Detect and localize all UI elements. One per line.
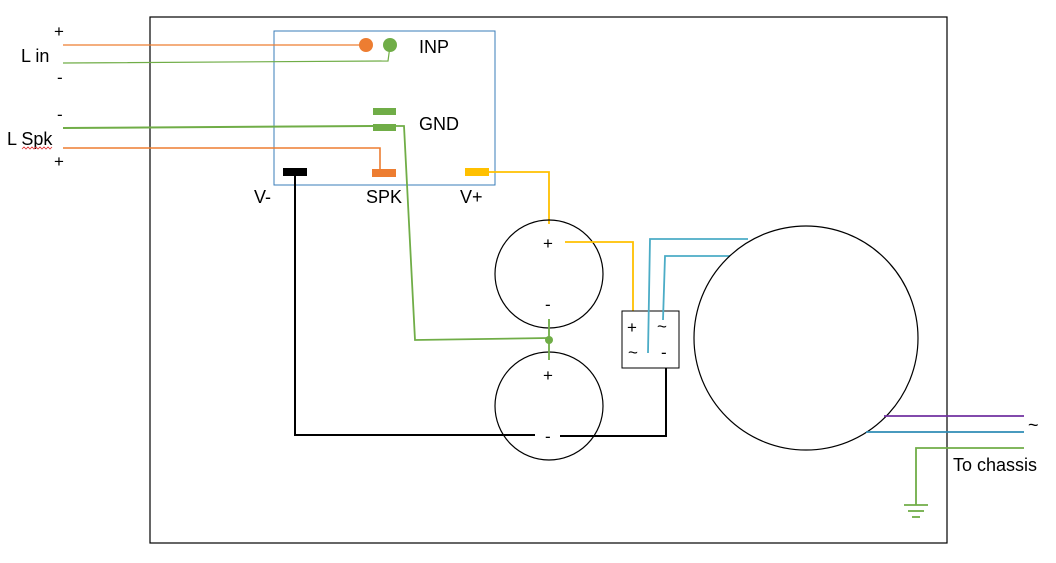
v-minus-pad	[283, 168, 307, 176]
gnd-pad-top	[373, 108, 396, 115]
speaker-plus-wire	[63, 147, 381, 171]
cap-bottom-minus-sign: -	[545, 427, 551, 446]
mains-tilde-label: ~	[1028, 415, 1039, 435]
bridge-rectifier	[621, 310, 680, 369]
ground-icon	[904, 504, 928, 518]
spk-pad	[372, 169, 396, 177]
amp-module-box	[273, 30, 496, 186]
bridge-minus-sign: -	[661, 343, 667, 362]
gnd-pad-bottom	[373, 124, 396, 131]
chassis-ground-wire	[915, 447, 1024, 505]
l-in-label: L in	[21, 46, 49, 66]
cap-top-minus-sign: -	[545, 295, 551, 314]
v-minus-label: V-	[254, 187, 271, 207]
lin-minus-sign: -	[57, 68, 63, 87]
ac-wire-2	[662, 255, 730, 321]
ground-junction-dot	[545, 336, 553, 344]
inp-plus-terminal	[359, 38, 373, 52]
bridge-tilde-top: ~	[657, 317, 667, 336]
inp-label: INP	[419, 37, 449, 57]
v-minus-wire	[294, 176, 535, 436]
lin-plus-sign: +	[54, 22, 64, 41]
to-chassis-label: To chassis	[953, 455, 1037, 475]
v-plus-label: V+	[460, 187, 483, 207]
bridge-plus-sign: +	[627, 318, 637, 337]
ac-wire-1	[647, 238, 748, 354]
gnd-label: GND	[419, 114, 459, 134]
bridge-tilde-bottom: ~	[628, 343, 638, 362]
lspk-plus-sign: +	[54, 152, 64, 171]
inp-minus-terminal	[383, 38, 397, 52]
speaker-minus-wire	[62, 125, 374, 129]
spellcheck-squiggle	[21, 146, 53, 150]
enclosure-outline	[149, 16, 948, 544]
l-spk-label: L Spk	[7, 129, 53, 149]
v-plus-wire	[489, 171, 550, 224]
cap-bottom-plus-sign: +	[543, 366, 553, 385]
spk-label: SPK	[366, 187, 402, 207]
gnd-to-junction-wire	[396, 125, 550, 341]
cap-top-plus-sign: +	[543, 234, 553, 253]
cap-plus-to-bridge-wire	[565, 241, 634, 318]
lspk-minus-sign: -	[57, 105, 63, 124]
transformer	[693, 225, 919, 451]
input-minus-wire	[62, 45, 391, 64]
v-plus-pad	[465, 168, 489, 176]
bridge-minus-wire	[560, 366, 667, 437]
